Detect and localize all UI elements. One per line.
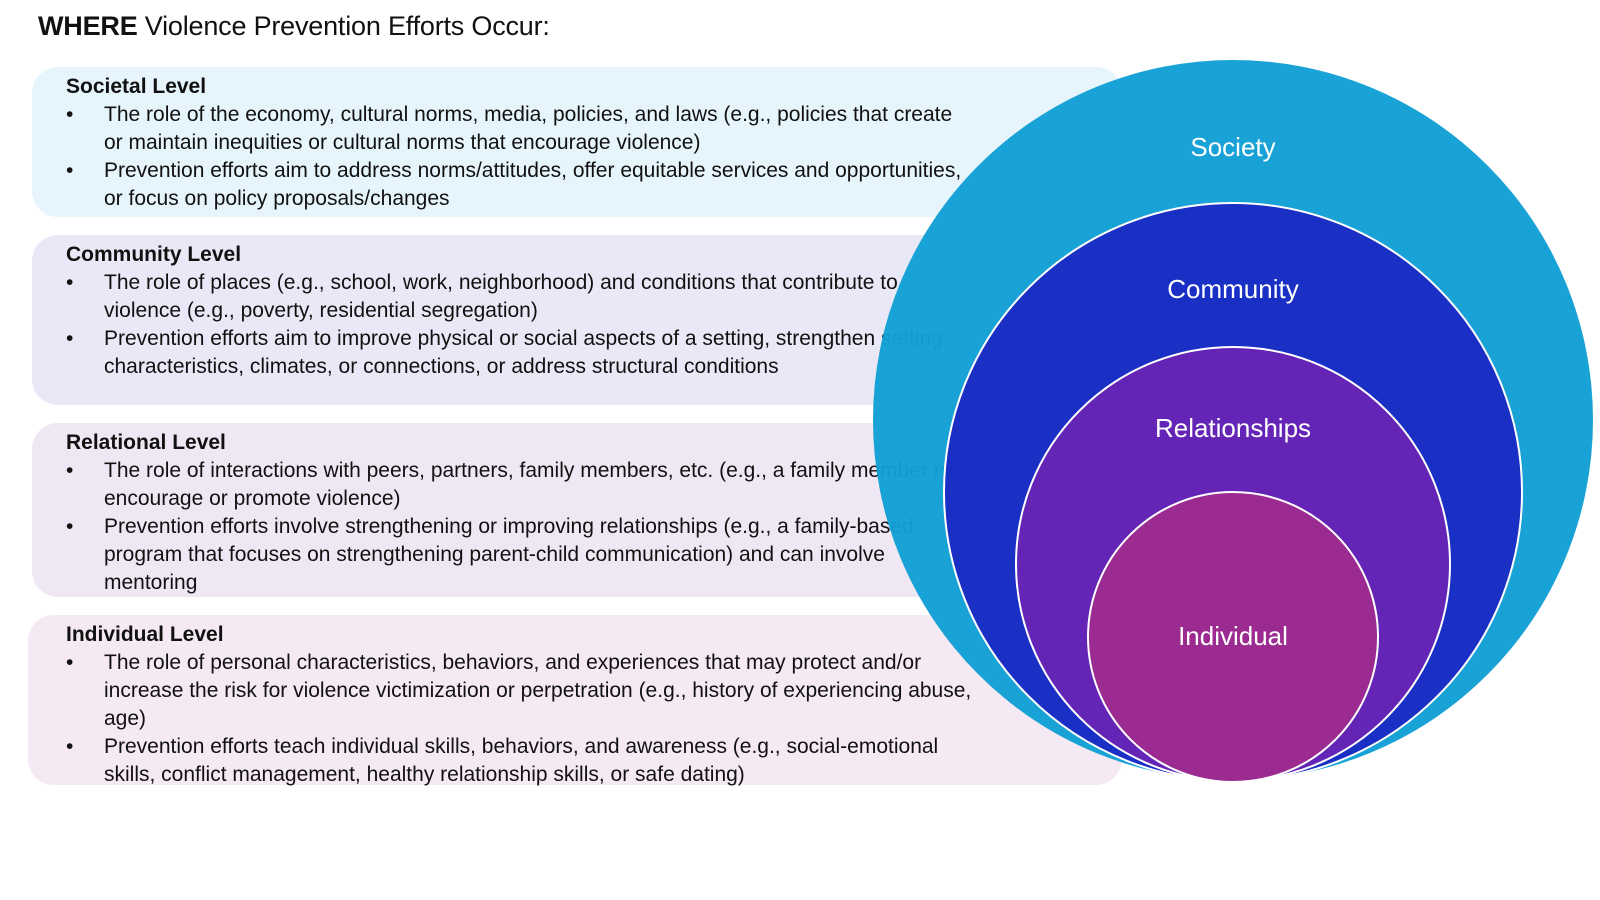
community-level-heading: Community Level [66,243,242,266]
community-label: Community [1167,274,1298,304]
relational-level-heading: Relational Level [66,431,226,454]
relational-bullet-2-text: Prevention efforts involve strengthening… [104,515,914,594]
community-level-panel: Community Level • The role of places (e.g… [32,235,1122,405]
societal-bullet-2-text: Prevention efforts aim to address norms/… [104,159,962,210]
relational-bullet-1: • The role of interactions with peers, pa… [66,457,974,513]
societal-level-heading: Societal Level [66,75,207,98]
page-title-bold: WHERE [38,11,138,41]
relational-bullet-2: • Prevention efforts involve strengthenin… [66,513,974,597]
societal-bullet-1: • The role of the economy, cultural norms… [66,101,974,157]
individual-bullet-1: • The role of personal characteristics, b… [66,649,974,733]
bullet-dot: • [66,515,74,538]
society-label: Society [1190,132,1275,162]
relational-level-bullets: • The role of interactions with peers, pa… [66,457,1122,597]
community-level-bullets: • The role of places (e.g., school, work,… [66,269,1122,381]
societal-level-bullets: • The role of the economy, cultural norms… [66,101,1122,213]
relational-bullet-1-text: The role of interactions with peers, par… [104,459,974,510]
bullet-dot: • [66,459,74,482]
individual-bullet-2-text: Prevention efforts teach individual skil… [104,735,939,786]
community-bullet-2: • Prevention efforts aim to improve physi… [66,325,974,381]
individual-circle [1087,491,1379,783]
community-bullet-1: • The role of places (e.g., school, work,… [66,269,974,325]
individual-bullet-1-text: The role of personal characteristics, be… [104,651,972,730]
community-bullet-1-text: The role of places (e.g., school, work, … [104,271,898,322]
page-title-rest: Violence Prevention Efforts Occur: [137,11,550,41]
relationships-label: Relationships [1155,413,1311,443]
community-bullet-2-text: Prevention efforts aim to improve physic… [104,327,943,378]
bullet-dot: • [66,651,74,674]
societal-bullet-2: • Prevention efforts aim to address norms… [66,157,974,213]
societal-bullet-1-text: The role of the economy, cultural norms,… [104,103,953,154]
bullet-dot: • [66,735,74,758]
individual-level-bullets: • The role of personal characteristics, b… [66,649,1122,789]
bullet-dot: • [66,159,74,182]
bullet-dot: • [66,103,74,126]
page-title: WHERE Violence Prevention Efforts Occur: [38,8,550,44]
societal-level-panel: Societal Level • The role of the economy,… [32,67,1122,217]
bullet-dot: • [66,271,74,294]
individual-label: Individual [1178,621,1288,651]
individual-level-heading: Individual Level [66,623,224,646]
relational-level-panel: Relational Level • The role of interactio… [32,423,1122,597]
bullet-dot: • [66,327,74,350]
individual-bullet-2: • Prevention efforts teach individual ski… [66,733,974,789]
individual-level-panel: Individual Level • The role of personal c… [28,615,1122,786]
